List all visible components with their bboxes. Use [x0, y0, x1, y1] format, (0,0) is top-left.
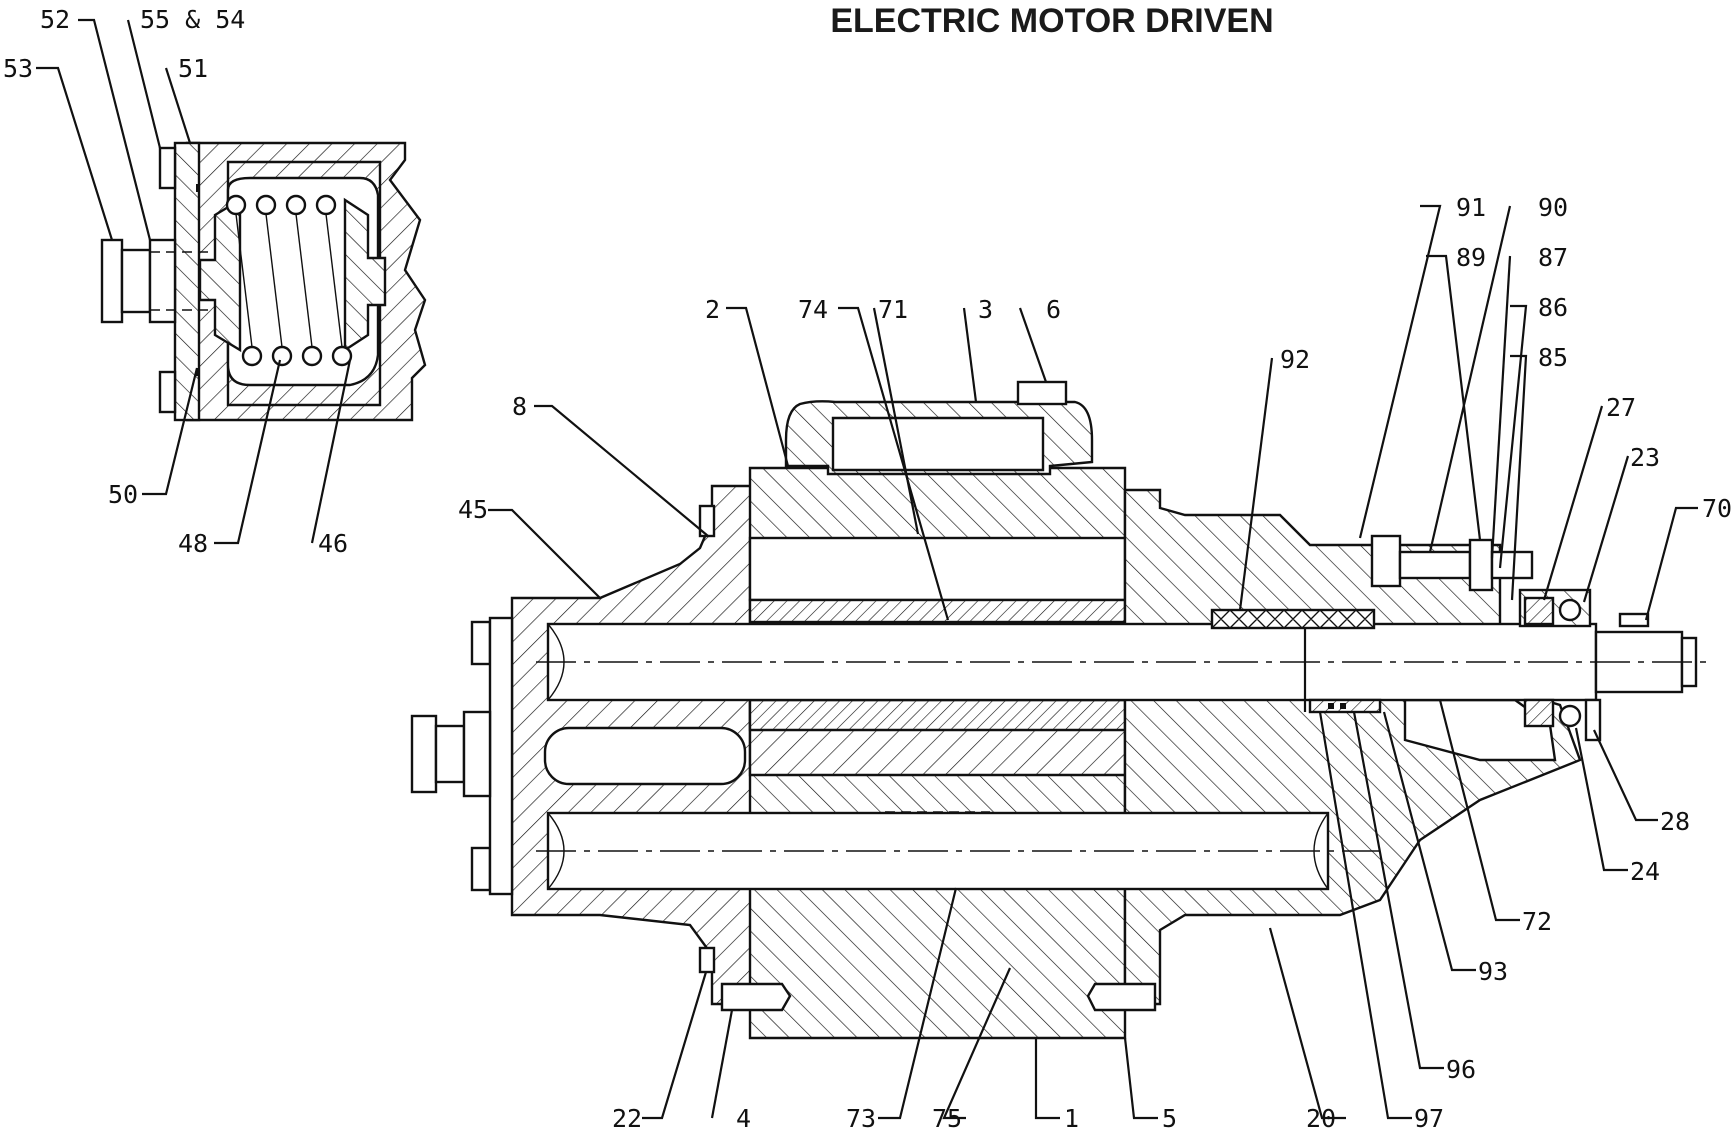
plug-6 [1016, 380, 1068, 406]
detail-leaders [36, 18, 352, 545]
callout-46: 46 [318, 529, 348, 558]
callout-90: 90 [1538, 193, 1568, 222]
callout-2: 2 [705, 295, 720, 324]
ball-bearing-lower [1558, 704, 1582, 728]
dowel-4 [720, 982, 792, 1012]
callout-28: 28 [1660, 807, 1690, 836]
main-leaders [488, 204, 1698, 1120]
retaining-ring [1584, 698, 1602, 742]
plug-stem [434, 724, 466, 784]
relief-spring [225, 194, 353, 367]
callout-86: 86 [1538, 293, 1568, 322]
lip-seal-lower [1523, 698, 1555, 728]
cored-passage [543, 726, 747, 786]
callout-23: 23 [1630, 443, 1660, 472]
callout-71: 71 [878, 295, 908, 324]
callout-51: 51 [178, 54, 208, 83]
shaft-key-70 [1618, 612, 1650, 628]
callout-73: 73 [846, 1104, 876, 1133]
callout-27: 27 [1606, 393, 1636, 422]
lock-nut-52 [148, 238, 177, 324]
callout-92: 92 [1280, 345, 1310, 374]
callout-87: 87 [1538, 243, 1568, 272]
callout-8: 8 [512, 392, 527, 421]
end-plate [488, 616, 514, 896]
idler-bushing [748, 598, 1127, 624]
callout-96: 96 [1446, 1055, 1476, 1084]
lip-seal-upper [1523, 596, 1555, 626]
callout-74: 74 [798, 295, 828, 324]
callout-70: 70 [1702, 494, 1732, 523]
lock-nut-53 [100, 238, 124, 324]
callout-6: 6 [1046, 295, 1061, 324]
ball-bearing-upper [1558, 598, 1582, 622]
callout-75: 75 [932, 1104, 962, 1133]
callout-24: 24 [1630, 857, 1660, 886]
callout-50: 50 [108, 480, 138, 509]
dowel-5 [1086, 982, 1157, 1012]
callout-52: 52 [40, 5, 70, 34]
callout-85: 85 [1538, 343, 1568, 372]
cover-bolt-bottom [158, 370, 177, 414]
pump-assembly [410, 380, 1710, 1040]
callout-20: 20 [1306, 1104, 1336, 1133]
gland-washer [1468, 538, 1494, 592]
rotor-clearance [748, 536, 1127, 602]
cover-bolt-top [158, 146, 177, 190]
callout-91: 91 [1456, 193, 1486, 222]
drawing-title: ELECTRIC MOTOR DRIVEN [830, 2, 1273, 40]
cover-bolt-upper [470, 620, 492, 666]
rotor-hub [748, 698, 1127, 732]
callout-5: 5 [1162, 1104, 1177, 1133]
plug-nut [410, 714, 438, 794]
spring-guide-right [343, 197, 387, 353]
callout-3: 3 [978, 295, 993, 324]
gland-stud [1398, 550, 1472, 580]
callout-4: 4 [736, 1104, 751, 1133]
callout-89: 89 [1456, 243, 1486, 272]
callout-97: 97 [1414, 1104, 1444, 1133]
gland-stud-end [1490, 550, 1534, 580]
callout-22: 22 [612, 1104, 642, 1133]
callout-72: 72 [1522, 907, 1552, 936]
callout-53: 53 [3, 54, 33, 83]
callout-93: 93 [1478, 957, 1508, 986]
adjust-screw-stem [120, 248, 152, 314]
callout-55-54: 55 & 54 [140, 5, 245, 34]
callout-45: 45 [458, 495, 488, 524]
relief-valve-detail [100, 141, 427, 422]
callout-48: 48 [178, 529, 208, 558]
cover-bolt-lower [470, 846, 492, 892]
gland-nut [1370, 534, 1402, 588]
plug-bore [831, 416, 1045, 472]
plug-body [462, 710, 492, 798]
packing-rings [1210, 608, 1376, 630]
casing-screw-22 [698, 946, 716, 974]
callout-1: 1 [1064, 1104, 1079, 1133]
